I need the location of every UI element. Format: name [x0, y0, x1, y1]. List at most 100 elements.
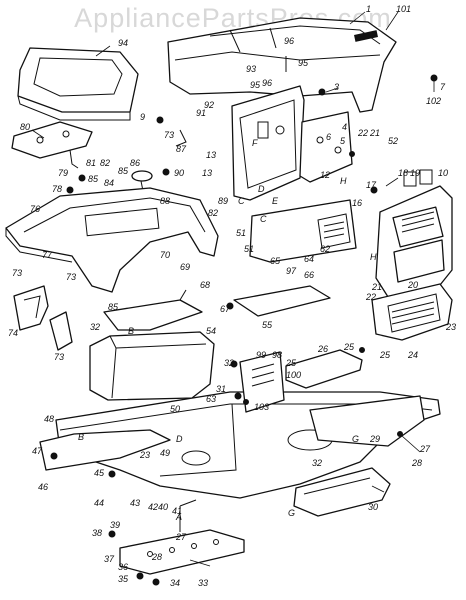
- callout-label: 89: [218, 196, 228, 206]
- connector-letter: H: [370, 252, 377, 262]
- rear-bracket-part[interactable]: [285, 349, 363, 389]
- connector-letter: G: [288, 508, 295, 518]
- lever-assembly-part[interactable]: [13, 285, 73, 351]
- callout-label: 22: [357, 128, 368, 138]
- callout-label: 7: [440, 82, 446, 92]
- callout-label: 68: [200, 280, 210, 290]
- callout-label: 12: [320, 170, 330, 180]
- callout-label: 73: [164, 130, 174, 140]
- callout-label: 9: [140, 112, 145, 122]
- callout-label: 21: [369, 128, 380, 138]
- callout-label: 55: [262, 320, 273, 330]
- callout-label: 47: [32, 446, 43, 456]
- control-rod-part[interactable]: [179, 499, 197, 532]
- front-grille-part[interactable]: [375, 169, 453, 301]
- callout-label: 38: [92, 528, 102, 538]
- callout-label: 54: [206, 326, 216, 336]
- nose-lower-part[interactable]: [371, 283, 453, 341]
- connector-letter: A: [175, 512, 182, 522]
- lower-support-part[interactable]: [39, 429, 171, 471]
- fender-deck-part[interactable]: [5, 187, 219, 293]
- callout-label: 85: [108, 302, 119, 312]
- callout-label: 64: [304, 254, 314, 264]
- battery-box-part[interactable]: [89, 331, 215, 401]
- connector-letter: C: [238, 196, 245, 206]
- callout-label: 39: [110, 520, 120, 530]
- connector-letter: B: [128, 326, 134, 336]
- callout-label: 16: [352, 198, 362, 208]
- callout-label: 25: [379, 350, 391, 360]
- callout-label: 48: [44, 414, 54, 424]
- seat-part[interactable]: [17, 47, 139, 121]
- callout-label: 21: [371, 282, 382, 292]
- callout-label: 43: [130, 498, 140, 508]
- callout-label: 25: [285, 358, 297, 368]
- callout-label: 95: [250, 80, 261, 90]
- callout-label: 63: [206, 394, 216, 404]
- callout-label: 19: [410, 168, 420, 178]
- callout-label: 36: [118, 562, 128, 572]
- callout-label: 13: [206, 150, 216, 160]
- callout-label: 100: [286, 370, 301, 380]
- center-mount-part[interactable]: [234, 351, 285, 413]
- callout-label: 41: [172, 506, 182, 516]
- callout-label: 27: [419, 444, 431, 454]
- leader-lines: [31, 11, 435, 567]
- callout-label: 34: [170, 578, 180, 588]
- callout-label: 33: [198, 578, 208, 588]
- callout-label: 77: [42, 250, 53, 260]
- callout-label: 103: [254, 402, 269, 412]
- callout-label: 26: [317, 344, 328, 354]
- callout-label: 70: [160, 250, 170, 260]
- callout-label: 24: [407, 350, 418, 360]
- rear-frame-part[interactable]: [309, 395, 425, 447]
- callout-label: 32: [90, 322, 100, 332]
- callout-label: 96: [262, 78, 272, 88]
- callout-label: 90: [174, 168, 184, 178]
- callout-label: 46: [38, 482, 48, 492]
- callout-label: 6: [326, 132, 331, 142]
- seat-bracket-part[interactable]: [11, 121, 93, 169]
- callout-label: 69: [180, 262, 190, 272]
- callout-label: 3: [334, 82, 339, 92]
- callout-label: 4240: [148, 502, 168, 512]
- callout-label: 85: [118, 166, 129, 176]
- callout-label: 31: [216, 384, 226, 394]
- callout-label: 86: [130, 158, 140, 168]
- hood-part[interactable]: [167, 17, 397, 113]
- callout-label: 79: [58, 168, 68, 178]
- callout-label: 88: [160, 196, 170, 206]
- front-axle-plate-part[interactable]: [293, 467, 391, 517]
- callout-label: 50: [170, 404, 180, 414]
- dash-panel-part[interactable]: [231, 85, 305, 201]
- side-bracket-part[interactable]: [299, 111, 353, 183]
- callout-label: 78: [52, 184, 62, 194]
- callout-label: 73: [12, 268, 22, 278]
- connector-letter: G: [352, 434, 359, 444]
- callout-label: 35: [118, 574, 129, 584]
- callout-label: 28: [151, 552, 162, 562]
- step-plate-part[interactable]: [119, 529, 245, 575]
- callout-label: 84: [104, 178, 114, 188]
- connector-letter: D: [258, 184, 265, 194]
- side-panel-part[interactable]: [249, 199, 357, 263]
- callout-label: 92: [204, 100, 214, 110]
- callout-label: 94: [118, 38, 128, 48]
- floor-plate-part[interactable]: [233, 285, 331, 317]
- callout-label: 5: [340, 136, 346, 146]
- callout-label: 45: [94, 468, 105, 478]
- callout-label: 81: [86, 158, 96, 168]
- callout-label: 85: [88, 174, 99, 184]
- battery-tray-part[interactable]: [103, 289, 203, 331]
- callout-label: 32: [224, 358, 234, 368]
- callout-label: 29: [369, 434, 380, 444]
- callout-label: 22: [365, 292, 376, 302]
- callout-label: 1: [366, 4, 371, 14]
- callout-label: 4: [342, 122, 347, 132]
- callout-label: 20: [407, 280, 418, 290]
- connector-letter: D: [176, 434, 183, 444]
- callout-label: 73: [66, 272, 76, 282]
- callout-label: 98: [272, 350, 282, 360]
- callout-label: 52: [388, 136, 398, 146]
- callout-label: 74: [8, 328, 18, 338]
